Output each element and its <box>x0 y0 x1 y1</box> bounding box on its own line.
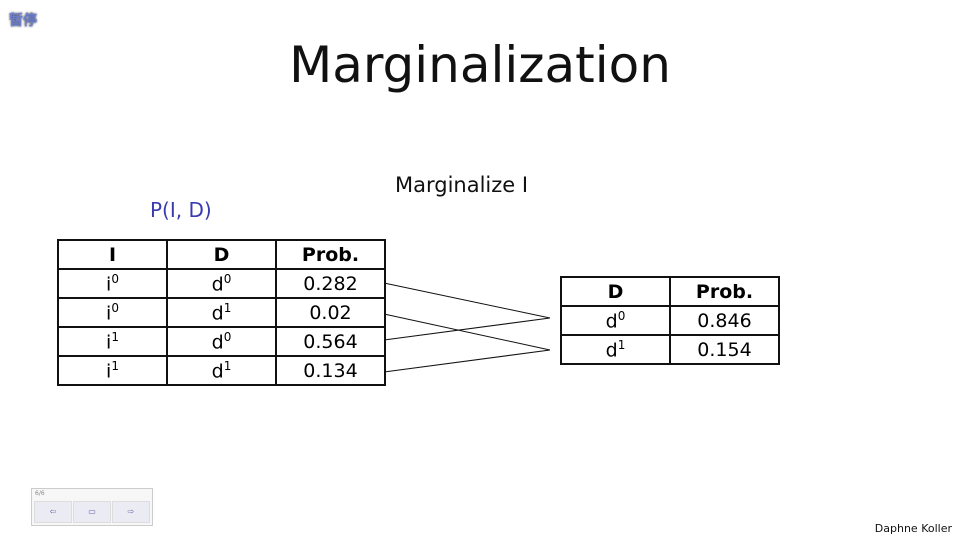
sup: 0 <box>617 308 626 323</box>
cell-prob: 0.154 <box>669 334 780 365</box>
var: d <box>605 339 618 362</box>
var: d <box>211 360 224 383</box>
var: d <box>211 273 224 296</box>
cell-prob: 0.564 <box>275 326 386 357</box>
var: d <box>605 310 618 333</box>
sup: 1 <box>111 329 119 344</box>
var: i <box>106 331 112 354</box>
connector-line <box>383 313 551 351</box>
cell-d: d1 <box>560 334 671 365</box>
cell-d: d0 <box>560 305 671 336</box>
header-prob: Prob. <box>669 276 780 307</box>
header-d: D <box>560 276 671 307</box>
connector-line <box>383 349 551 373</box>
sup: 1 <box>223 358 232 373</box>
var: d <box>211 302 224 325</box>
sup: 0 <box>223 329 232 344</box>
author-credit: Daphne Koller <box>874 522 952 535</box>
table-row: d0 0.846 <box>560 305 780 336</box>
sup: 1 <box>223 300 232 315</box>
sup: 0 <box>111 300 119 315</box>
connector-line <box>383 317 551 341</box>
connector-line <box>383 282 551 319</box>
var: d <box>211 331 224 354</box>
cell-d: d0 <box>166 326 277 357</box>
sup: 1 <box>111 358 119 373</box>
pause-indicator: 暂停 <box>9 13 37 29</box>
slide-title: Marginalization <box>289 36 671 94</box>
previous-slide-button[interactable]: ⇦ <box>34 501 72 523</box>
var: i <box>106 302 112 325</box>
sup: 0 <box>111 271 119 286</box>
table-row: i0 d0 0.282 <box>57 268 386 299</box>
slide-subtitle: Marginalize I <box>395 173 529 197</box>
joint-probability-table: I D Prob. i0 d0 0.282 i0 d1 0.02 i1 d0 0… <box>57 239 386 386</box>
marginal-probability-table: D Prob. d0 0.846 d1 0.154 <box>560 276 780 365</box>
var: i <box>106 360 112 383</box>
sup: 0 <box>223 271 232 286</box>
header-prob: Prob. <box>275 239 386 270</box>
header-d: D <box>166 239 277 270</box>
table-row: i1 d1 0.134 <box>57 355 386 386</box>
cell-i: i0 <box>57 268 168 299</box>
cell-prob: 0.134 <box>275 355 386 386</box>
next-slide-button[interactable]: ⇨ <box>112 501 150 523</box>
var: i <box>106 273 112 296</box>
cell-d: d1 <box>166 297 277 328</box>
cell-i: i0 <box>57 297 168 328</box>
sup: 1 <box>617 337 626 352</box>
table-row: i0 d1 0.02 <box>57 297 386 328</box>
cell-i: i1 <box>57 355 168 386</box>
arrow-right-icon: ⇨ <box>127 507 135 516</box>
table-header-row: I D Prob. <box>57 239 386 270</box>
header-i: I <box>57 239 168 270</box>
slide-overview-button[interactable]: ▭ <box>73 501 111 523</box>
cell-i: i1 <box>57 326 168 357</box>
cell-prob: 0.846 <box>669 305 780 336</box>
page-indicator: 6/6 <box>35 490 45 497</box>
slide-icon: ▭ <box>88 507 96 516</box>
cell-prob: 0.282 <box>275 268 386 299</box>
cell-d: d1 <box>166 355 277 386</box>
slide-navigator: 6/6 ⇦ ▭ ⇨ <box>31 488 153 526</box>
cell-prob: 0.02 <box>275 297 386 328</box>
handwritten-annotation: P(I, D) <box>150 198 212 222</box>
table-row: i1 d0 0.564 <box>57 326 386 357</box>
table-header-row: D Prob. <box>560 276 780 307</box>
cell-d: d0 <box>166 268 277 299</box>
arrow-left-icon: ⇦ <box>49 507 57 516</box>
table-row: d1 0.154 <box>560 334 780 365</box>
